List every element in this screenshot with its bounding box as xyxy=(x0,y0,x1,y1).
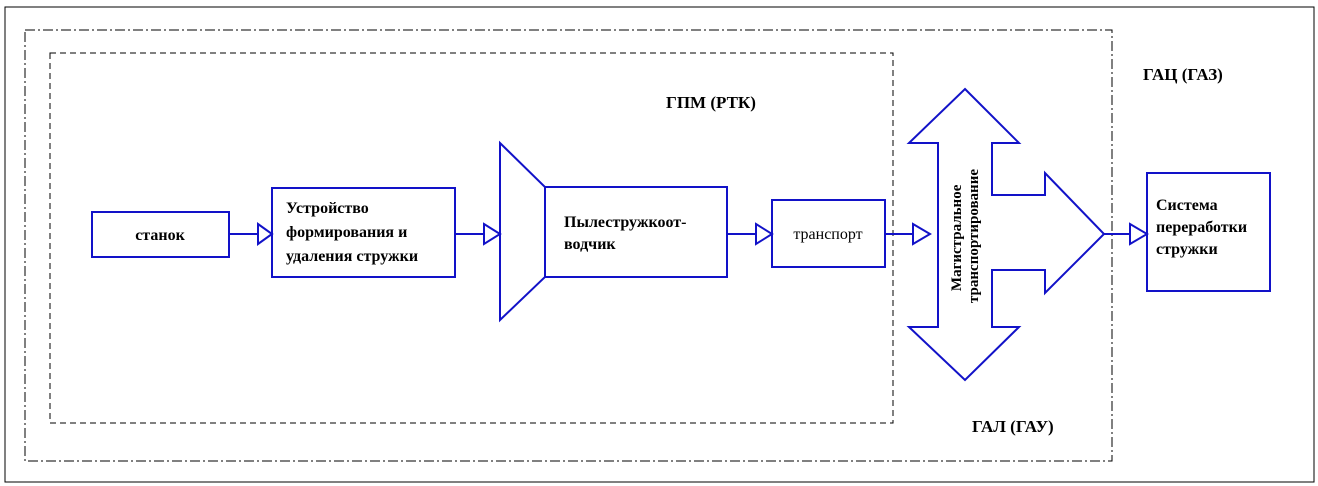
chip-device-block xyxy=(271,187,456,278)
trunk-transport-label: Магистральное транспортирование xyxy=(949,169,982,303)
processing-system-block xyxy=(1146,172,1271,292)
gpm-boundary xyxy=(49,52,894,424)
trunk-transport-arrow xyxy=(906,87,1106,382)
arrowhead xyxy=(1129,222,1149,246)
gal-boundary xyxy=(24,29,1113,462)
arrowhead xyxy=(483,222,502,246)
arrowhead xyxy=(912,222,932,246)
arrowhead xyxy=(257,222,274,246)
outer-frame xyxy=(4,6,1315,483)
chip-device-label: Устройство формирования и удаления струж… xyxy=(286,200,418,265)
chip-remover-label: Пылестружкоот- водчик xyxy=(564,214,690,253)
chip-remover-block xyxy=(544,186,728,278)
arrowhead xyxy=(755,222,774,246)
chip-remover-funnel xyxy=(499,140,546,323)
gpm-label: ГПМ (РТК) xyxy=(666,93,756,112)
gac-label: ГАЦ (ГАЗ) xyxy=(1143,65,1223,84)
gal-label: ГАЛ (ГАУ) xyxy=(972,417,1054,436)
processing-system-label: Система переработки стружки xyxy=(1156,197,1251,258)
transport-label: транспорт xyxy=(793,226,862,243)
machine-label: станок xyxy=(135,227,185,244)
